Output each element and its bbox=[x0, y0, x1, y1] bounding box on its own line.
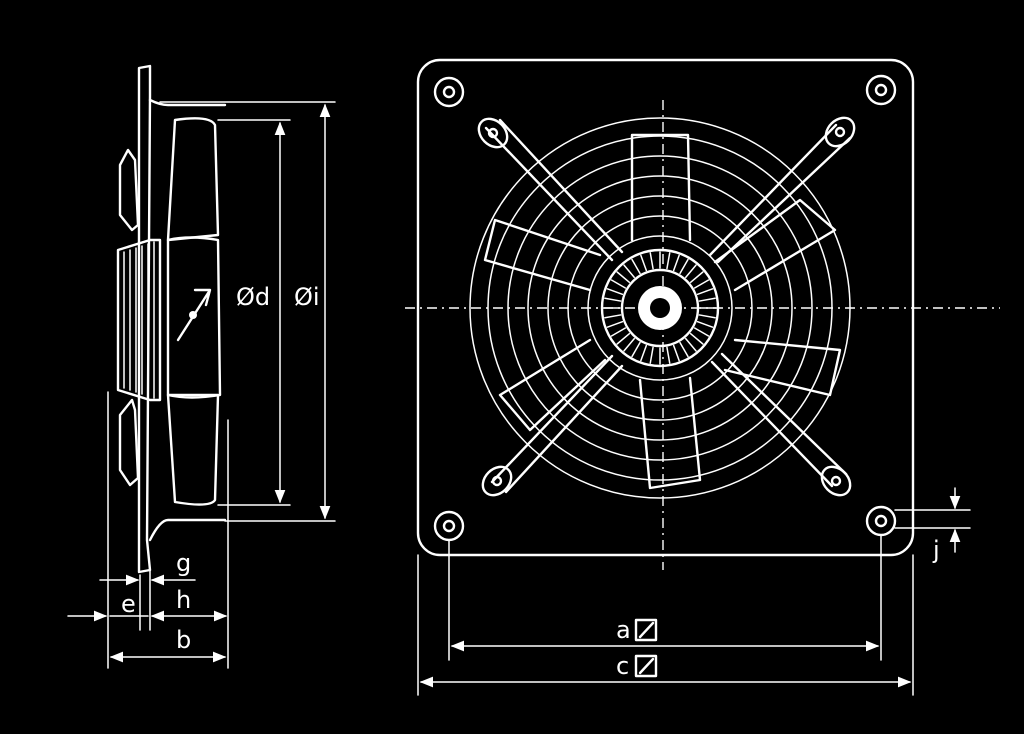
hub-fin bbox=[679, 341, 689, 358]
hub-fin bbox=[666, 346, 671, 364]
square-icon-2 bbox=[634, 654, 658, 678]
dim-label-a: a bbox=[616, 616, 631, 644]
dim-label-i: Øi bbox=[294, 283, 320, 311]
dim-label-e: e bbox=[121, 590, 136, 618]
hub-fin bbox=[696, 288, 714, 296]
side-view: Ød Øi g e h b bbox=[67, 64, 336, 669]
mounting-hole-bottom-right bbox=[865, 505, 897, 537]
impeller-blades bbox=[483, 133, 842, 490]
impeller-hub bbox=[166, 236, 222, 399]
impeller-blade-top bbox=[166, 117, 220, 242]
hub-fin bbox=[679, 258, 689, 275]
guard-arm-ends bbox=[477, 116, 856, 497]
hub-fin bbox=[698, 297, 716, 302]
hub-fin bbox=[616, 271, 631, 284]
dim-label-c: c bbox=[616, 652, 629, 680]
hub-fin bbox=[672, 254, 680, 272]
hub-fin bbox=[610, 279, 627, 289]
mounting-hole-top-left bbox=[433, 76, 465, 108]
dim-label-g: g bbox=[176, 549, 191, 577]
venturi-shroud bbox=[148, 98, 227, 542]
hub-fin bbox=[693, 327, 710, 337]
hub-fin bbox=[666, 252, 671, 270]
impeller-blade-bottom bbox=[166, 393, 220, 506]
dim-label-d: Ød bbox=[236, 283, 270, 311]
hub-fin bbox=[606, 288, 624, 296]
dim-label-b: b bbox=[176, 626, 191, 654]
hub-fin bbox=[684, 337, 697, 352]
front-view: a c j bbox=[405, 58, 1000, 696]
hub-fin bbox=[693, 279, 710, 289]
hub-fin bbox=[684, 264, 697, 279]
hub-fin bbox=[631, 341, 641, 358]
motor-housing bbox=[116, 238, 162, 402]
mounting-hole-top-right bbox=[865, 74, 897, 106]
dim-label-h: h bbox=[176, 586, 191, 614]
hub-fin bbox=[696, 320, 714, 328]
hub-fin bbox=[631, 258, 641, 275]
hub-fins bbox=[603, 251, 717, 365]
hub-fin bbox=[640, 254, 648, 272]
guard-bracket-top bbox=[118, 148, 140, 232]
hub-fin bbox=[698, 314, 716, 319]
hub-fin bbox=[604, 297, 622, 302]
hub-fin bbox=[689, 332, 704, 345]
motor-fins bbox=[123, 241, 155, 399]
dim-label-j: j bbox=[932, 536, 940, 564]
hub-fin bbox=[649, 252, 654, 270]
hub-fin bbox=[610, 327, 627, 337]
fan-hub bbox=[600, 248, 720, 368]
hub-fin bbox=[604, 314, 622, 319]
mounting-hole-bottom-left bbox=[433, 510, 465, 542]
hub-fin bbox=[616, 332, 631, 345]
hub-fin bbox=[640, 344, 648, 362]
square-icon bbox=[634, 618, 658, 642]
fan-guard-rings bbox=[469, 117, 851, 499]
hub-fin bbox=[689, 271, 704, 284]
hub-fin bbox=[623, 337, 636, 352]
hub-fin bbox=[623, 264, 636, 279]
mounting-plate bbox=[137, 64, 152, 574]
hub-fin bbox=[649, 346, 654, 364]
guard-support-arms bbox=[484, 118, 852, 494]
hub-fin bbox=[672, 344, 680, 362]
hub-fin bbox=[606, 320, 624, 328]
guard-bracket-bottom bbox=[118, 398, 140, 487]
